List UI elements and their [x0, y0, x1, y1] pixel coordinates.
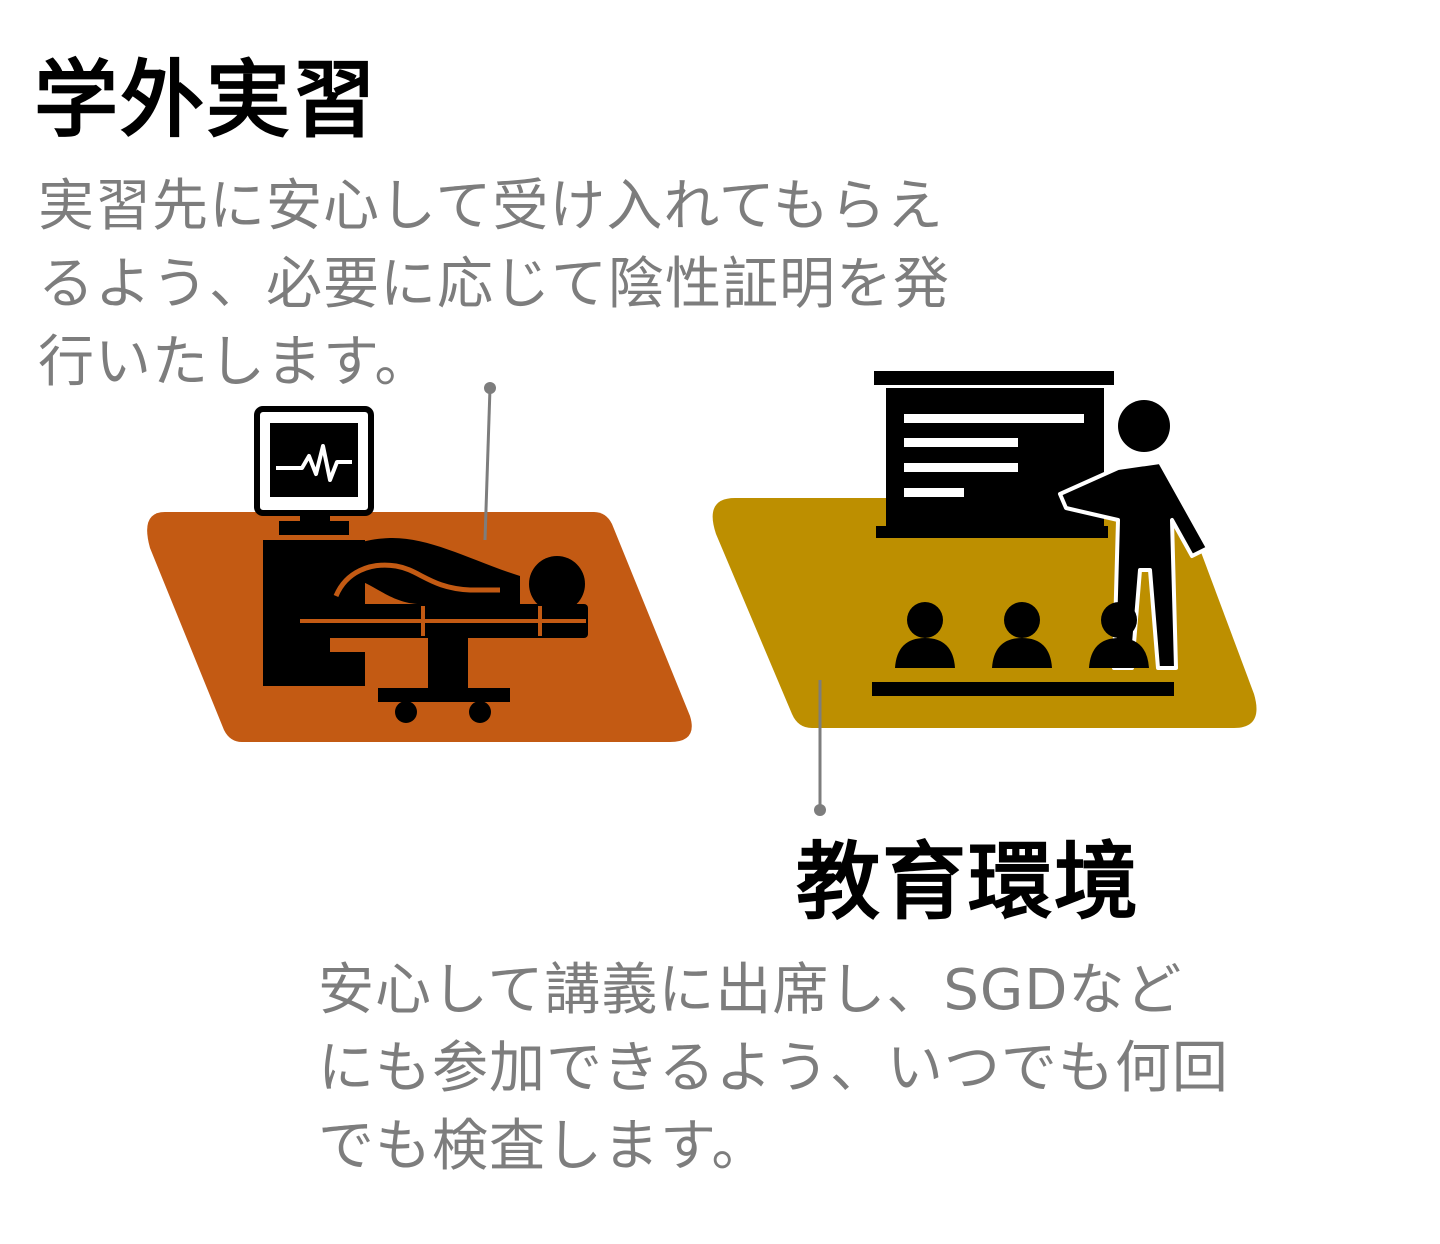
external-practice-title: 学外実習 — [34, 51, 379, 149]
description-line: にも参加できるよう、いつでも何回 — [318, 1036, 1229, 1101]
external-practice-description: 実習先に安心して受け入れてもらえ るよう、必要に応じて陰性証明を発 行いたします… — [38, 168, 1138, 402]
education-environment-description: 安心して講義に出席し、SGDなど にも参加できるよう、いつでも何回 でも検査しま… — [318, 952, 1418, 1186]
description-line: るよう、必要に応じて陰性証明を発 — [38, 252, 950, 317]
callout-line-right — [814, 680, 826, 816]
education-environment-title: 教育環境 — [796, 833, 1141, 931]
description-line: 行いたします。 — [38, 330, 432, 395]
description-line: 安心して講義に出席し、SGDなど — [318, 958, 1183, 1023]
callout-line-left — [483, 382, 496, 541]
description-line: でも検査します。 — [318, 1114, 769, 1179]
hospital-bed-monitor-icon — [254, 406, 588, 723]
lecture-classroom-icon — [872, 371, 1210, 696]
description-line: 実習先に安心して受け入れてもらえ — [38, 174, 944, 239]
